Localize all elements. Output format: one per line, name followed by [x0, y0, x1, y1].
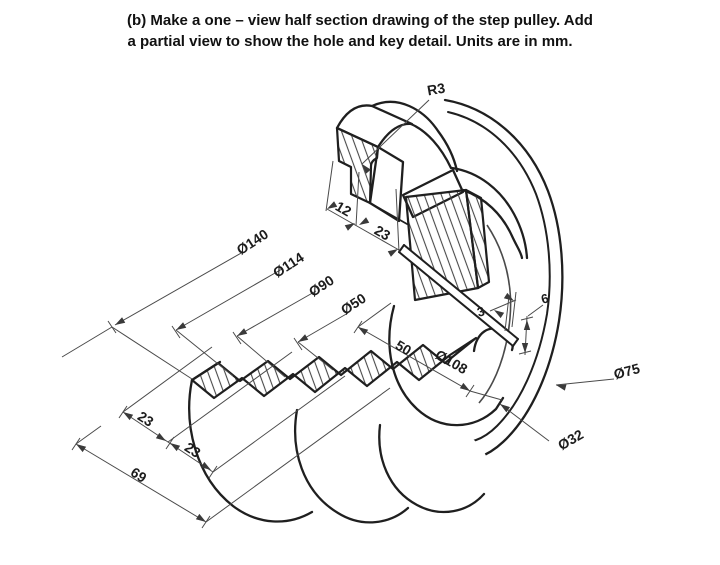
dim-dia140: Ø140	[234, 226, 272, 258]
recess-rim-on-face	[478, 224, 512, 404]
band-90-outer	[370, 100, 459, 173]
dimension-arrowhead	[556, 384, 567, 391]
dim-dia75: Ø75	[612, 360, 642, 382]
dimension-arrowhead	[176, 322, 187, 330]
dimension-arrowhead	[387, 249, 398, 257]
dim-12: 12	[333, 198, 355, 220]
cut-face-140	[464, 188, 491, 290]
front-disc-small-arc	[378, 423, 486, 514]
keyway-edge-front	[398, 251, 514, 347]
dim-dia90: Ø90	[306, 272, 337, 300]
disc-outer-silhouette	[443, 98, 564, 462]
band-114-outer	[450, 166, 529, 260]
keyway-end-right	[512, 338, 519, 347]
dimension-arrowhead	[344, 223, 355, 231]
dimension-arrowhead	[359, 217, 370, 225]
dimension-arrowhead	[200, 461, 211, 470]
dimension-arrowhead	[523, 320, 531, 330]
dimension-arrowhead	[170, 443, 181, 452]
dimension-arrowhead	[358, 327, 369, 336]
recess-opening-arc	[388, 304, 505, 427]
dim-3: 3	[475, 303, 486, 319]
exercise-title: (b) Make a one – view half section drawi…	[0, 10, 720, 52]
bottom-front-half	[188, 304, 514, 524]
dimension-arrowhead	[459, 382, 470, 391]
dimension-arrowhead	[195, 513, 206, 522]
dim-50: 50	[393, 337, 415, 359]
keyway-end-left	[398, 244, 405, 253]
dimension-arrowhead	[494, 310, 505, 319]
keyway-strip	[398, 244, 519, 347]
dimension-arrowhead	[500, 404, 511, 413]
dim-6: 6	[539, 290, 550, 306]
dim-dia50: Ø50	[338, 290, 369, 318]
dim-23-mid: 23	[182, 439, 204, 461]
dimension-arrowhead	[76, 444, 87, 453]
dimension-arrowhead	[298, 334, 309, 342]
bore-top-edge	[369, 202, 408, 225]
band-90-inner	[409, 122, 453, 170]
disc-end-face-edge	[447, 111, 551, 444]
front-disc-large-arc	[188, 378, 314, 523]
dimension-arrowhead	[155, 432, 166, 441]
dim-dia114: Ø114	[270, 249, 307, 281]
keyway-edge-rear	[403, 244, 519, 340]
dimension-arrowhead	[503, 292, 514, 301]
dimension-arrowhead	[327, 201, 338, 209]
title-line-1: (b) Make a one – view half section drawi…	[127, 12, 593, 29]
dim-dia32: Ø32	[555, 426, 586, 453]
dim-23-left: 23	[135, 408, 157, 430]
dimension-arrowhead	[237, 328, 248, 336]
dim-r3: R3	[426, 80, 447, 99]
dimension-arrowhead	[115, 317, 126, 325]
dimension-arrowhead	[521, 343, 529, 353]
title-line-2: a partial view to show the hole and key …	[127, 33, 573, 50]
dimension-arrowhead	[123, 412, 134, 421]
dim-69: 69	[128, 464, 150, 486]
horizontal-cut-face	[190, 336, 478, 400]
dim-23-top: 23	[372, 222, 394, 244]
dimension-arrowhead	[362, 164, 371, 174]
front-disc-middle-arc	[294, 408, 410, 524]
dimension-arrows	[76, 164, 567, 522]
step-annulus-50-90	[368, 145, 405, 223]
